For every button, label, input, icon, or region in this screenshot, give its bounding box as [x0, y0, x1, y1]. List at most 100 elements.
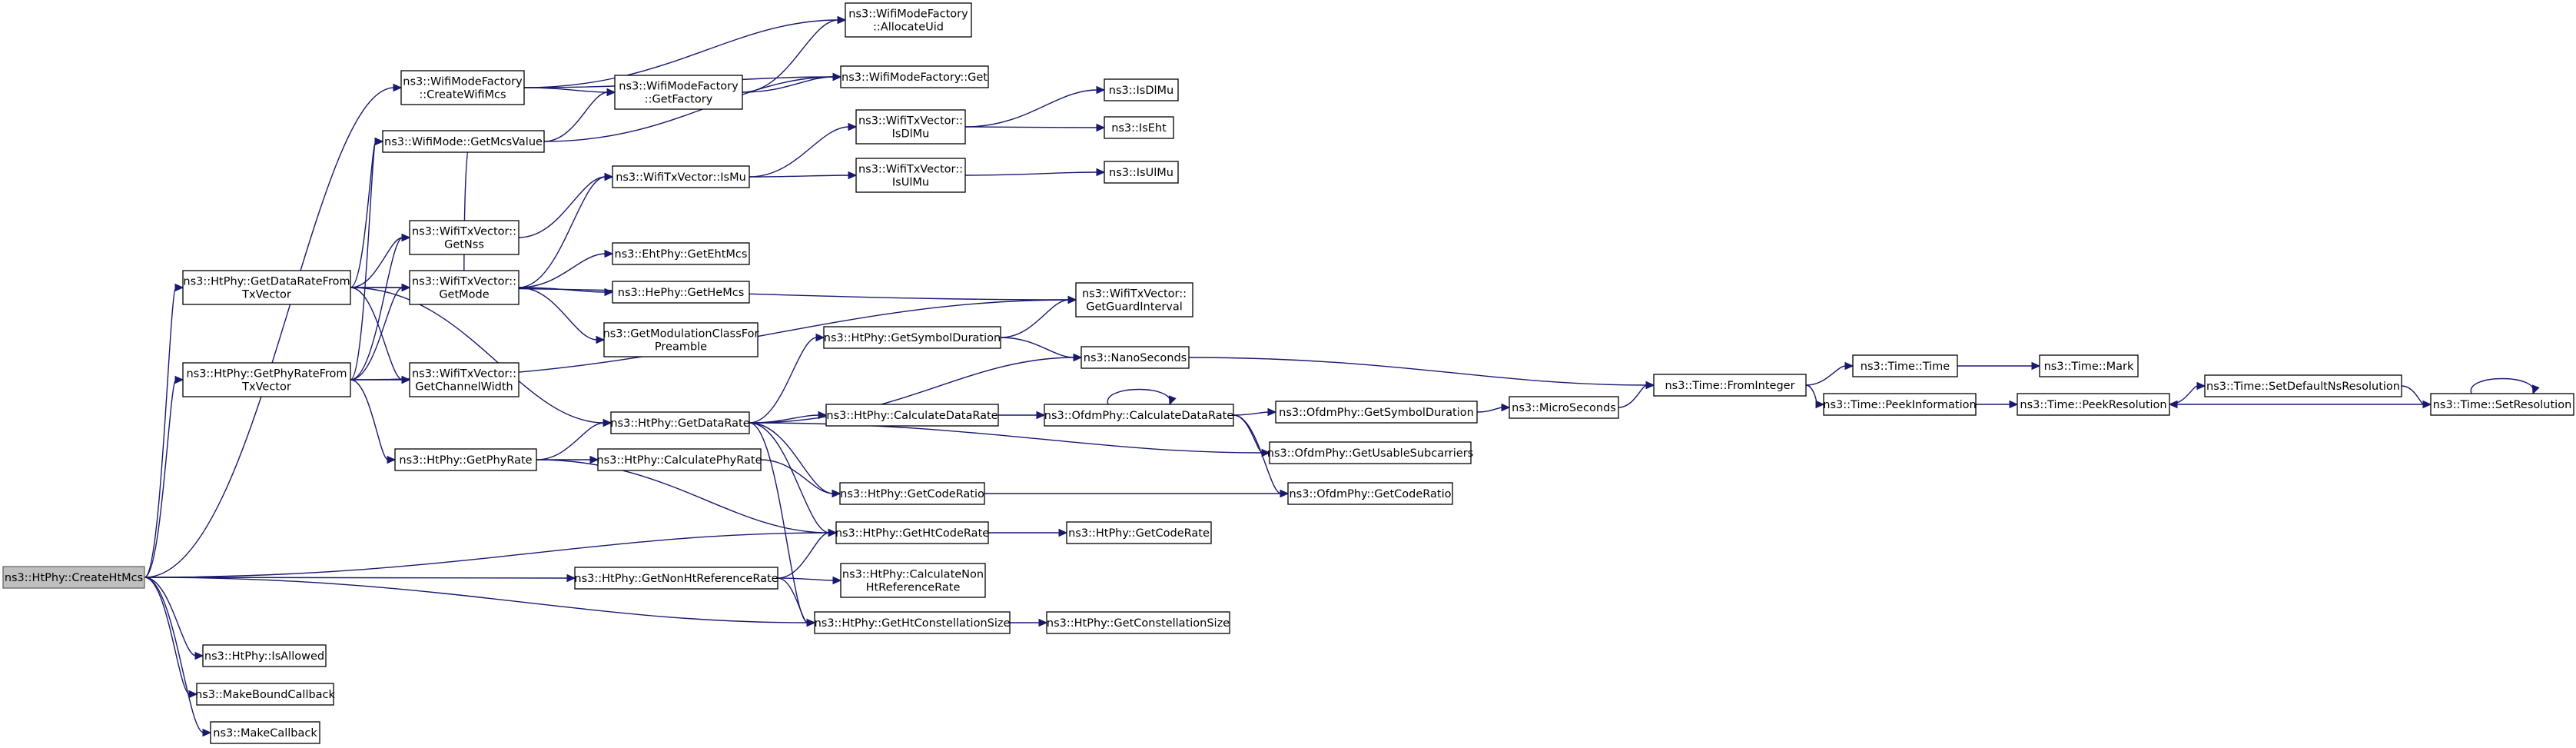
- edge-arrowhead: [1501, 403, 1511, 412]
- node-get-data-rate[interactable]: ns3::HtPhy::GetDataRate: [610, 411, 750, 434]
- node-label: ns3::Time::Mark: [2044, 361, 2134, 373]
- node-get-ht-const-size[interactable]: ns3::HtPhy::GetHtConstellationSize: [814, 611, 1011, 634]
- node-get-ht-code-rate[interactable]: ns3::HtPhy::GetHtCodeRate: [835, 521, 989, 544]
- call-edge-nano-seconds-to-from-integer: [1188, 357, 1655, 390]
- call-edge-get-data-rate-from-tx-to-get-channel-width: [350, 287, 411, 384]
- node-ofdm-calc-data-rate[interactable]: ns3::OfdmPhy::CalculateDataRate: [1044, 404, 1234, 427]
- node-allocate-uid[interactable]: ns3::WifiModeFactory::AllocateUid: [845, 2, 972, 38]
- node-box: [1081, 346, 1190, 369]
- edge-line: [144, 577, 569, 579]
- node-make-callback[interactable]: ns3::MakeCallback: [210, 721, 320, 744]
- node-nano-seconds[interactable]: ns3::NanoSeconds: [1081, 346, 1190, 369]
- edge-line: [964, 126, 1098, 128]
- node-peek-res[interactable]: ns3::Time::PeekResolution: [2017, 393, 2170, 416]
- node-box: [855, 109, 966, 145]
- node-tx-is-mu[interactable]: ns3::WifiTxVector::IsMu: [612, 165, 750, 188]
- node-micro-seconds[interactable]: ns3::MicroSeconds: [1509, 396, 1619, 419]
- edge-line: [144, 577, 197, 657]
- call-edge-get-phy-rate-from-tx-to-get-mcs-value: [350, 137, 384, 381]
- call-edge-calc-phy-rate-to-get-code-ratio: [760, 459, 842, 498]
- node-is-ul-mu[interactable]: ns3::IsUlMu: [1104, 161, 1179, 184]
- node-calc-phy-rate[interactable]: ns3::HtPhy::CalculatePhyRate: [596, 448, 762, 471]
- node-get-code-ratio[interactable]: ns3::HtPhy::GetCodeRatio: [839, 482, 985, 505]
- node-get-mcs-value[interactable]: ns3::WifiMode::GetMcsValue: [382, 130, 545, 153]
- call-edge-ofdm-calc-data-rate-to-get-usable-sub: [1233, 414, 1271, 457]
- edge-line: [523, 19, 839, 88]
- call-edge-get-phy-rate-from-tx-to-get-phy-rate: [350, 379, 397, 464]
- node-get-eht-mcs[interactable]: ns3::EhtPhy::GetEhtMcs: [612, 242, 750, 265]
- node-factory-get[interactable]: ns3::WifiModeFactory::Get: [840, 65, 989, 88]
- node-is-eht[interactable]: ns3::IsEht: [1104, 116, 1174, 139]
- node-box: [1269, 441, 1472, 464]
- node-get-non-ht-ref-rate[interactable]: ns3::HtPhy::GetNonHtReferenceRate: [574, 567, 778, 590]
- node-box: [823, 326, 1001, 349]
- node-create-ht-mcs[interactable]: ns3::HtPhy::CreateHtMcs: [2, 566, 145, 589]
- node-box: [409, 270, 520, 305]
- node-box: [840, 65, 989, 88]
- edge-arrowhead: [1267, 407, 1277, 417]
- edge-arrowhead: [387, 455, 397, 464]
- call-edge-get-phy-rate-from-tx-to-get-channel-width: [350, 375, 411, 384]
- node-get-usable-sub[interactable]: ns3::OfdmPhy::GetUsableSubcarriers: [1267, 441, 1473, 464]
- edge-line: [144, 287, 177, 578]
- edge-line: [1476, 407, 1503, 413]
- edge-arrowhead: [1067, 295, 1077, 304]
- node-get-const-size[interactable]: ns3::HtPhy::GetConstellationSize: [1046, 611, 1230, 634]
- node-is-dl-mu[interactable]: ns3::IsDlMu: [1104, 78, 1179, 101]
- node-label: ns3::HePhy::GetHeMcs: [618, 287, 745, 299]
- node-label: ns3::GetModulationClassFor: [603, 328, 759, 341]
- node-get-phy-rate[interactable]: ns3::HtPhy::GetPhyRate: [394, 448, 537, 471]
- node-is-allowed[interactable]: ns3::HtPhy::IsAllowed: [202, 644, 327, 667]
- node-box: [400, 70, 525, 105]
- call-edge-tx-is-dl-mu-to-is-dl-mu: [964, 85, 1106, 128]
- node-from-integer[interactable]: ns3::Time::FromInteger: [1653, 374, 1807, 397]
- edge-line: [518, 287, 598, 341]
- node-set-res[interactable]: ns3::Time::SetResolution: [2430, 393, 2574, 416]
- node-get-mode[interactable]: ns3::WifiTxVector::GetMode: [409, 270, 520, 305]
- node-get-channel-width[interactable]: ns3::WifiTxVector::GetChannelWidth: [409, 362, 520, 397]
- node-get-symbol-duration[interactable]: ns3::HtPhy::GetSymbolDuration: [823, 326, 1001, 349]
- edge-arrowhead: [1844, 361, 1854, 371]
- node-set-default-ns[interactable]: ns3::Time::SetDefaultNsResolution: [2204, 374, 2402, 397]
- node-make-bound-callback[interactable]: ns3::MakeBoundCallback: [195, 683, 336, 706]
- node-get-nss[interactable]: ns3::WifiTxVector::GetNss: [409, 220, 520, 255]
- edge-line: [749, 175, 850, 178]
- node-box: [202, 644, 327, 667]
- node-box: [814, 611, 1011, 634]
- node-tx-is-ul-mu[interactable]: ns3::WifiTxVector::IsUlMu: [855, 158, 966, 193]
- node-calc-data-rate[interactable]: ns3::HtPhy::CalculateDataRate: [825, 404, 999, 427]
- node-get-code-rate[interactable]: ns3::HtPhy::GetCodeRate: [1066, 521, 1212, 544]
- edge-arrowhead: [401, 375, 411, 384]
- node-box: [2039, 354, 2139, 377]
- node-ofdm-get-code-ratio[interactable]: ns3::OfdmPhy::GetCodeRatio: [1287, 482, 1453, 505]
- node-label: ::CreateWifiMcs: [419, 89, 506, 101]
- edge-line: [760, 459, 834, 494]
- node-ofdm-get-symbol-duration[interactable]: ns3::OfdmPhy::GetSymbolDuration: [1275, 401, 1478, 424]
- node-label: ns3::MakeBoundCallback: [195, 689, 335, 701]
- node-create-wifi-mcs[interactable]: ns3::WifiModeFactory::CreateWifiMcs: [400, 70, 525, 105]
- edge-arrowhead: [202, 728, 212, 737]
- call-edge-calc-data-rate-to-ofdm-calc-data-rate: [998, 411, 1046, 420]
- node-box: [1044, 404, 1234, 427]
- edge-line: [964, 171, 1098, 176]
- node-time-time[interactable]: ns3::Time::Time: [1852, 354, 1958, 377]
- node-box: [182, 270, 351, 305]
- node-get-he-mcs[interactable]: ns3::HePhy::GetHeMcs: [612, 281, 750, 304]
- node-label: IsDlMu: [892, 128, 930, 141]
- node-tx-is-dl-mu[interactable]: ns3::WifiTxVector::IsDlMu: [855, 109, 966, 145]
- node-get-guard-interval[interactable]: ns3::WifiTxVector::GetGuardInterval: [1075, 282, 1193, 317]
- node-peek-info[interactable]: ns3::Time::PeekInformation: [1823, 393, 1977, 416]
- node-label: ns3::WifiTxVector::: [1082, 288, 1187, 301]
- edge-line: [350, 287, 403, 381]
- node-get-factory[interactable]: ns3::WifiModeFactory::GetFactory: [614, 75, 743, 110]
- node-time-mark[interactable]: ns3::Time::Mark: [2039, 354, 2139, 377]
- edge-arrowhead: [374, 137, 384, 146]
- node-label: ns3::MakeCallback: [213, 727, 317, 740]
- call-edges: [144, 15, 2540, 737]
